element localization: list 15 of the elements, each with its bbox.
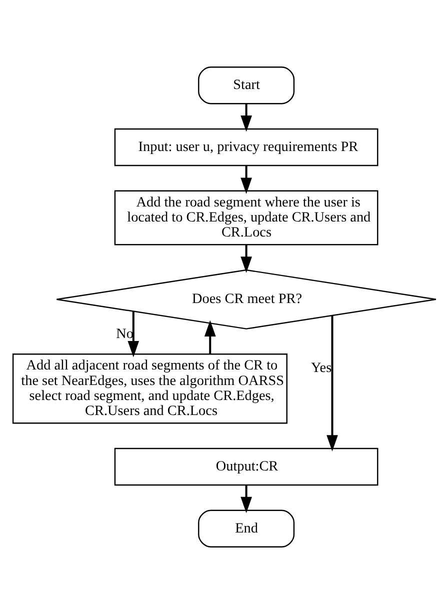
arrow: [240, 104, 252, 132]
node-box: Add all adjacent road segments of the CR to the set NearEdges, uses the algorithm OARSS select road segment, and update CR.Edges, CR.Users and CR.Locs: [12, 354, 287, 424]
node-box: Output:CR: [114, 448, 378, 486]
arrow: [127, 311, 139, 358]
arrow: [326, 316, 338, 452]
arrow: [240, 166, 252, 194]
node-box: Add the road segment where the user is located to CR.Edges, update CR.Users and CR.Locs: [114, 190, 378, 246]
arrow: [240, 485, 252, 514]
node-diamond: Does CR meet PR?: [56, 269, 436, 330]
node-box: Input: user u, privacy requirements PR: [114, 128, 378, 166]
node-box: End: [198, 510, 294, 548]
edge-label: Yes: [310, 360, 332, 376]
node-box: Start: [198, 66, 294, 104]
arrow: [204, 320, 216, 354]
arrow: [240, 244, 252, 273]
